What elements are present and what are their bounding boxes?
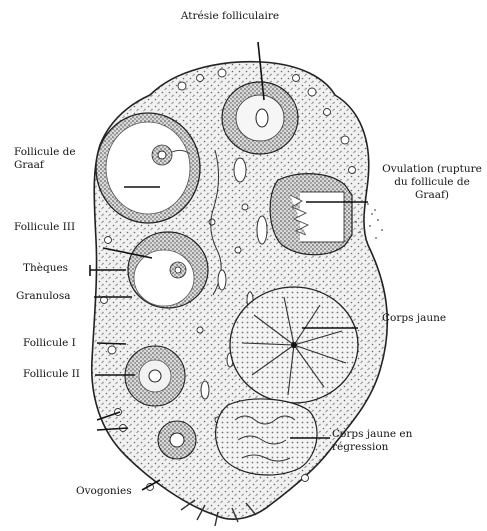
follicle-III (128, 232, 208, 308)
label-follicule-de-graaf: Follicule de Graaf (14, 146, 76, 172)
label-theques: Thèques (23, 262, 68, 275)
label-corps-jaune-regression-line1: Corps jaune en (332, 428, 412, 441)
label-ovogonies: Ovogonies (76, 485, 132, 498)
label-corps-jaune: Corps jaune (382, 312, 446, 325)
pointer-follicule1 (97, 343, 126, 344)
label-granulosa: Granulosa (16, 290, 71, 303)
label-follicule-de-graaf-line1: Follicule de (14, 146, 76, 159)
regressing-corpus-luteum (216, 399, 317, 475)
follicle-II (125, 346, 185, 406)
label-follicule-de-graaf-line2: Graaf (14, 159, 76, 172)
label-ovulation: Ovulation (rupture du follicule de Graaf… (378, 163, 486, 202)
label-corps-jaune-regression-line2: régression (332, 441, 412, 454)
label-atresie-folliculaire: Atrésie folliculaire (175, 10, 285, 23)
label-ovulation-line2: du follicule de (378, 176, 486, 189)
label-corps-jaune-regression: Corps jaune en régression (332, 428, 412, 454)
graafian-follicle (96, 113, 200, 223)
label-ovulation-line1: Ovulation (rupture (378, 163, 486, 176)
label-follicule-II: Follicule II (23, 368, 80, 381)
label-follicule-I: Follicule I (23, 337, 76, 350)
atretic-follicle (222, 82, 298, 154)
corpus-luteum (230, 287, 358, 403)
label-ovulation-line3: Graaf) (378, 189, 486, 202)
follicle-lower (158, 421, 196, 459)
label-follicule-III: Follicule III (14, 221, 75, 234)
